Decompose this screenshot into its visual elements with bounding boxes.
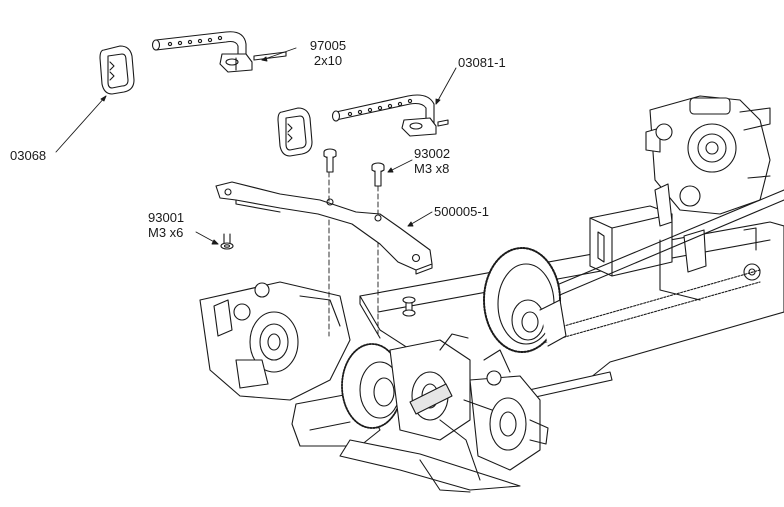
body-post-lower (331, 94, 449, 137)
grommet-03068-left (99, 45, 135, 95)
front-suspension (199, 281, 549, 493)
part-number: 03068 (10, 148, 47, 163)
part-spec: 2x10 (313, 53, 343, 68)
callout-93002: 93002 M3 x8 (414, 146, 450, 176)
part-spec: M3 x6 (148, 225, 184, 240)
part-number: 93002 (414, 146, 451, 161)
screw-93002-b (371, 162, 385, 187)
screw-on-chassis (402, 296, 416, 317)
callout-93001: 93001 M3 x6 (148, 210, 184, 240)
callout-03068: 03068 (10, 148, 46, 163)
rear-drivetrain (589, 95, 771, 301)
callout-97005: 97005 2x10 (298, 38, 358, 68)
part-number: 03081-1 (458, 55, 506, 70)
body-post-upper (151, 31, 287, 73)
part-number: 500005-1 (434, 204, 489, 219)
leader-lines (55, 47, 457, 245)
callout-500005-1: 500005-1 (434, 204, 489, 219)
spur-gear (483, 247, 567, 353)
part-500005-1-brace (215, 181, 433, 275)
callout-03081-1: 03081-1 (458, 55, 506, 70)
part-spec: M3 x8 (414, 161, 450, 176)
screw-93002-a (323, 148, 337, 173)
grommet-03068-right (277, 107, 313, 157)
part-number: 93001 (148, 210, 185, 225)
part-number: 97005 (309, 38, 347, 53)
drive-belts (535, 189, 784, 345)
chassis-plate (359, 221, 784, 401)
screw-93001 (220, 233, 234, 250)
